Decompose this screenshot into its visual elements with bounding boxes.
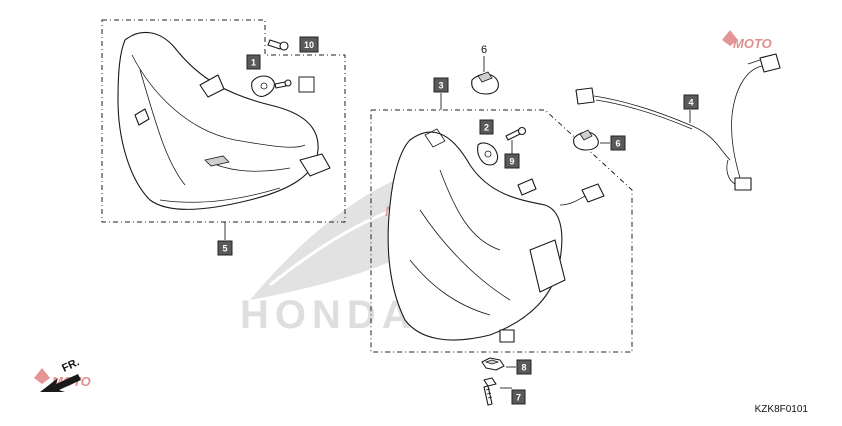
clip-part-1 bbox=[251, 75, 275, 97]
svg-text:4: 4 bbox=[688, 98, 693, 108]
bracket-part-2 bbox=[477, 142, 499, 166]
headlight-connector bbox=[559, 183, 605, 206]
svg-text:7: 7 bbox=[516, 393, 521, 403]
rubber-clip-6-top bbox=[471, 71, 499, 95]
screw-part-10 bbox=[267, 39, 289, 51]
moto-logo-text: MOTO bbox=[733, 36, 772, 51]
callout-empty bbox=[298, 76, 315, 93]
frame-right-assembly bbox=[370, 109, 633, 353]
headlight-housing-right bbox=[387, 128, 566, 343]
direction-label: FR. bbox=[60, 356, 81, 374]
callout-9: 9 bbox=[504, 153, 520, 169]
callout-1: 1 bbox=[246, 54, 261, 70]
frame-left-assembly bbox=[101, 19, 346, 223]
svg-text:6: 6 bbox=[481, 44, 487, 56]
headlight-lens-left bbox=[117, 31, 331, 211]
svg-text:10: 10 bbox=[304, 40, 314, 50]
callout-6-box: 6 bbox=[610, 135, 626, 151]
bolt-part-7 bbox=[483, 377, 497, 406]
honda-watermark: HONDA bbox=[240, 170, 420, 337]
svg-text:2: 2 bbox=[484, 123, 489, 133]
callout-7: 7 bbox=[511, 389, 526, 405]
svg-text:9: 9 bbox=[509, 157, 514, 167]
wiring-harness-part-4 bbox=[575, 53, 781, 191]
svg-text:3: 3 bbox=[438, 81, 443, 91]
svg-text:5: 5 bbox=[222, 244, 227, 254]
moto-logo-top-right: MOTO bbox=[722, 30, 772, 51]
svg-text:6: 6 bbox=[615, 139, 620, 149]
watermark-brand: HONDA bbox=[240, 293, 417, 337]
callout-5: 5 bbox=[217, 240, 233, 256]
callout-10: 10 bbox=[299, 36, 319, 53]
nut-part-8 bbox=[481, 357, 505, 371]
screw-small-left bbox=[274, 79, 292, 89]
rubber-clip-6-right bbox=[573, 129, 599, 151]
diagram-code: KZK8F0101 bbox=[755, 404, 809, 415]
callout-6-plain: 6 bbox=[481, 44, 487, 56]
callout-4: 4 bbox=[683, 94, 699, 110]
svg-text:1: 1 bbox=[251, 58, 256, 68]
callout-2: 2 bbox=[479, 119, 494, 135]
svg-text:8: 8 bbox=[521, 363, 526, 373]
screw-part-9 bbox=[505, 126, 527, 141]
callout-8: 8 bbox=[516, 359, 532, 375]
callout-3: 3 bbox=[433, 77, 449, 93]
